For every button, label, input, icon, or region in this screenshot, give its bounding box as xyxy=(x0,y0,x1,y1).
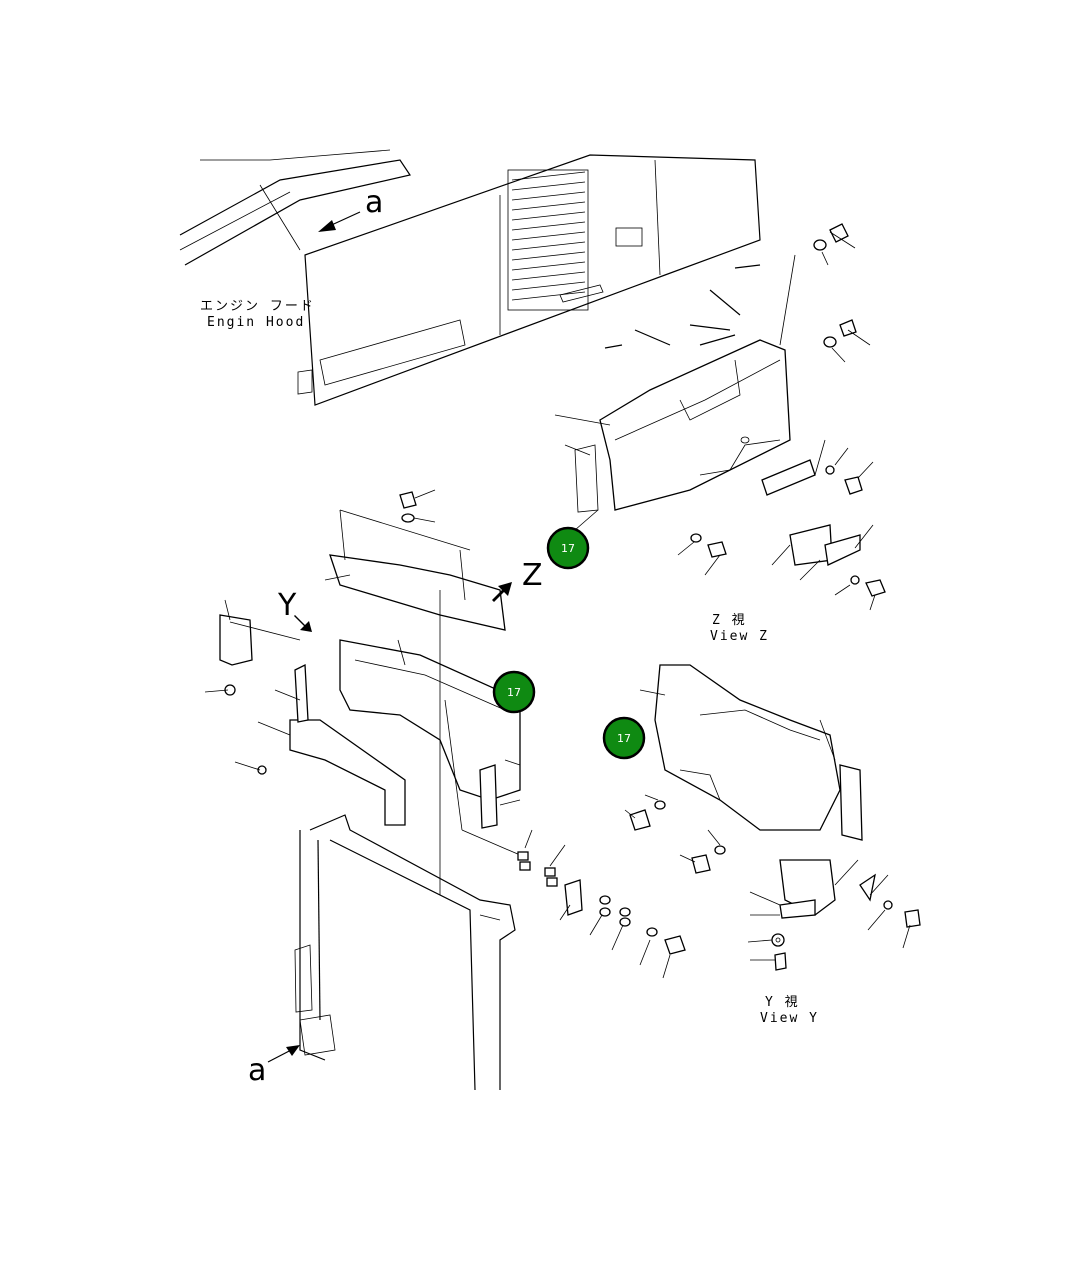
callout-badge-right[interactable]: 17 xyxy=(602,716,646,760)
view-y-arrow: Y xyxy=(277,588,312,632)
callout-badge-top[interactable]: 17 xyxy=(546,526,590,570)
frame-bottom xyxy=(294,814,516,1091)
view-z-label-jp: Z 視 xyxy=(712,613,747,628)
bolts-top-right xyxy=(690,223,886,597)
view-z-label-en: View Z xyxy=(710,629,769,644)
cover-assembly-middle xyxy=(219,489,521,829)
cover-assembly-right xyxy=(629,664,921,971)
pins-top xyxy=(604,264,761,349)
view-y-label-en: View Y xyxy=(760,1011,819,1026)
cover-assembly-top xyxy=(574,339,791,513)
ref-a-top-label: a xyxy=(365,185,383,220)
leaders-right xyxy=(624,689,911,961)
view-y-label-jp: Y 視 xyxy=(765,995,800,1010)
engine-hood xyxy=(297,154,761,406)
ref-arrow-a-top: a xyxy=(318,185,383,232)
ref-arrow-a-bottom: a xyxy=(248,1045,300,1088)
frame-top xyxy=(179,149,411,266)
leaders-middle xyxy=(204,574,521,895)
engine-hood-label-en: Engin Hood xyxy=(207,315,305,330)
callout-badge-middle[interactable]: 17 xyxy=(492,670,536,714)
leaders-top-right xyxy=(554,231,876,611)
ref-a-bottom-label: a xyxy=(248,1053,266,1088)
arrow-z-label: Z xyxy=(522,558,543,593)
arrow-y-label: Y xyxy=(277,588,297,623)
callout-top-text: 17 xyxy=(561,542,575,555)
callout-right-text: 17 xyxy=(617,732,631,745)
view-z-arrow: Z xyxy=(492,558,543,602)
callout-middle-text: 17 xyxy=(507,686,521,699)
engine-hood-label-jp: エンジン フード xyxy=(200,299,315,314)
hardware-middle-bottom xyxy=(517,829,686,979)
